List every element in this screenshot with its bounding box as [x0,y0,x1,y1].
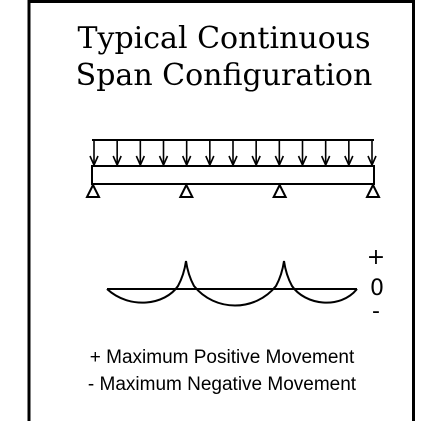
load-arrow [320,140,331,167]
load-arrow [181,140,192,167]
load-arrow [158,140,169,167]
title-line-1: Typical Continuous [78,21,371,56]
diagram-border [27,0,415,421]
moment-zero-label: 0 [370,276,384,301]
load-arrow [112,140,122,167]
moment-curve [106,260,358,307]
load-arrow [367,140,377,167]
moment-minus-label: - [372,299,380,324]
load-arrow [297,140,308,167]
load-arrow [274,140,285,167]
moment-plus-label: + [367,245,385,270]
legend-negative: - Maximum Negative Movement [88,374,357,395]
load-arrow [344,140,354,167]
load-arrow [228,140,238,167]
supports [85,182,381,198]
title-line-2: Span Configuration [76,58,373,93]
load-arrow [205,140,215,167]
load-arrow [135,140,146,167]
pin-support [85,182,101,198]
pin-support [272,182,288,198]
load-arrow [251,140,261,167]
pin-support [178,182,194,198]
legend-positive: + Maximum Positive Movement [90,347,355,368]
load-arrows [89,140,377,167]
pin-support [365,182,381,198]
beam [91,165,375,185]
load-arrow [89,140,99,167]
